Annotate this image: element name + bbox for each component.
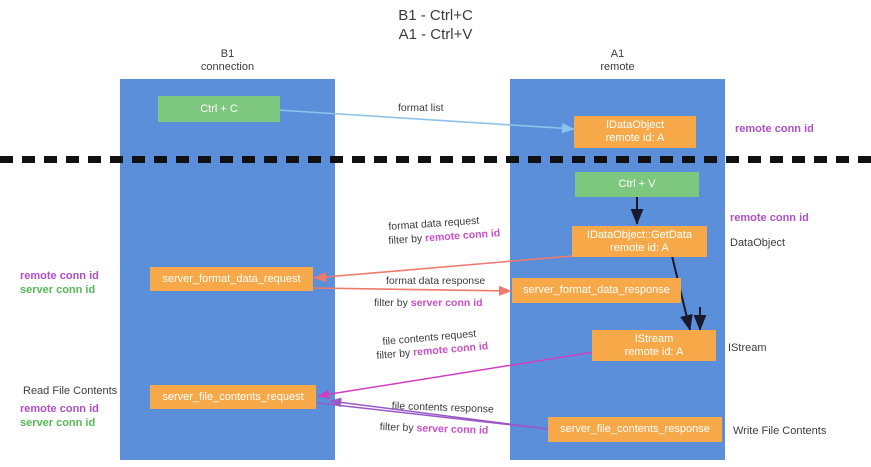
box-server-format-data-request[interactable]: server_format_data_request <box>150 267 313 291</box>
right-label-istream: IStream <box>728 342 767 354</box>
box-idataobject[interactable]: IDataObject remote id: A <box>574 116 696 148</box>
edge-format-data-response <box>313 285 512 296</box>
box-idataobject-getdata[interactable]: IDataObject::GetData remote id: A <box>572 226 707 257</box>
edge-label-file-contents-response: file contents response <box>391 400 495 416</box>
left-label-remote-conn-id-low: remote conn id <box>20 403 99 415</box>
left-label-remote-conn-id-mid: remote conn id <box>20 270 99 282</box>
filter-key-server-conn-id: server conn id <box>410 297 483 309</box>
filter-prefix: filter by <box>374 297 411 309</box>
box-server-file-contents-response[interactable]: server_file_contents_response <box>548 417 722 442</box>
box-ctrl-v[interactable]: Ctrl + V <box>575 172 699 197</box>
filter-prefix: filter by <box>379 421 417 435</box>
box-server-file-contents-request[interactable]: server_file_contents_request <box>150 385 316 409</box>
edge-label-file-contents-response-filter: filter by server conn id <box>380 421 489 438</box>
filter-prefix: filter by <box>376 346 414 362</box>
diagram-title: B1 - Ctrl+C A1 - Ctrl+V <box>398 7 473 43</box>
edge-label-format-data-response: format data response <box>386 275 486 287</box>
left-label-conn-ids-mid: remote conn id server conn id <box>20 269 99 297</box>
right-label-remote-conn-id-mid: remote conn id <box>730 212 809 224</box>
filter-key-server-conn-id: server conn id <box>416 422 489 437</box>
column-header-a1: A1 remote <box>600 48 635 73</box>
phase-divider <box>0 156 871 163</box>
right-label-dataobject: DataObject <box>730 237 786 249</box>
column-header-b1: B1 connection <box>200 48 255 73</box>
right-label-remote-conn-id-top: remote conn id <box>735 123 814 135</box>
filter-prefix: filter by <box>388 232 426 247</box>
left-label-read-file-contents: Read File Contents <box>23 385 118 397</box>
left-label-server-conn-id-mid: server conn id <box>20 284 96 296</box>
box-server-format-data-response[interactable]: server_format_data_response <box>512 278 681 303</box>
left-label-server-conn-id-low: server conn id <box>20 417 96 429</box>
left-label-conn-ids-low: remote conn id server conn id <box>20 402 99 430</box>
right-label-write-file-contents: Write File Contents <box>733 425 827 437</box>
edge-label-format-data-response-filter: filter by server conn id <box>374 297 483 310</box>
box-istream[interactable]: IStream remote id: A <box>592 330 716 361</box>
edge-label-format-list: format list <box>398 102 444 114</box>
box-ctrl-c[interactable]: Ctrl + C <box>158 96 280 122</box>
